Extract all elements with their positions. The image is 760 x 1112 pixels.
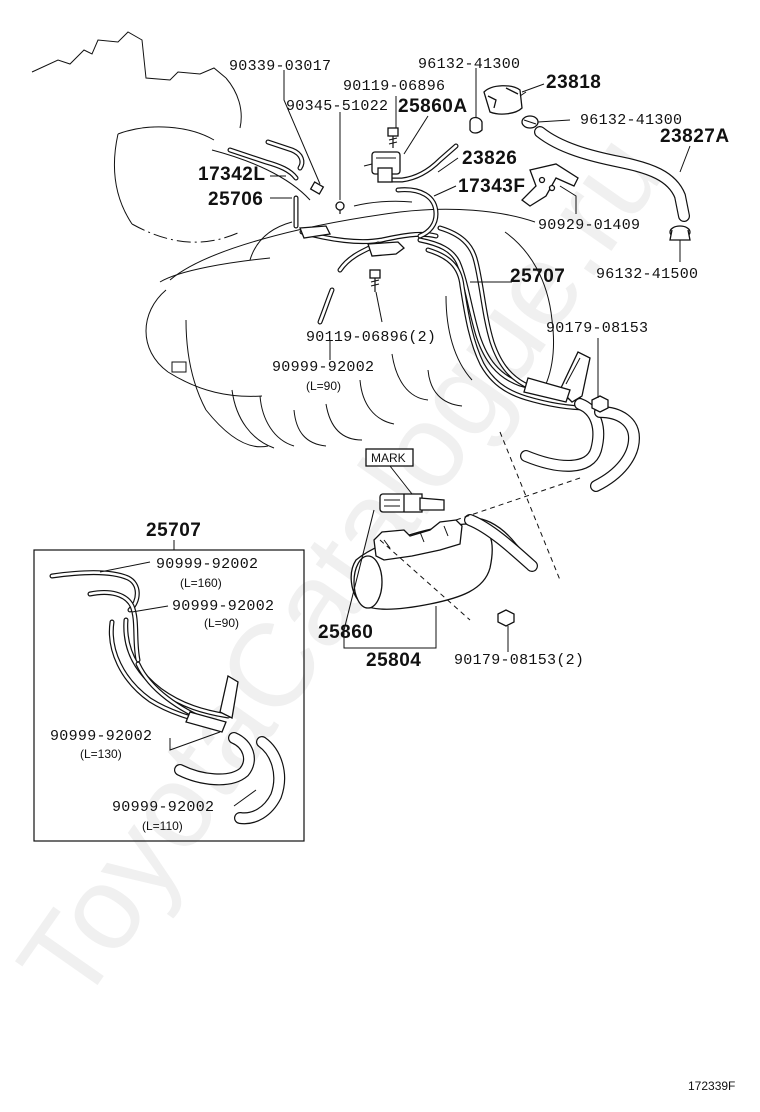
mark-label: MARK xyxy=(371,451,406,465)
label-25707-main: 25707 xyxy=(510,266,565,287)
hose-canister-loop xyxy=(520,398,640,492)
label-l110: (L=110) xyxy=(142,819,183,833)
vsv-23818 xyxy=(483,85,527,115)
label-90999-92002-main: 90999-92002 xyxy=(272,359,374,376)
hose-17343f xyxy=(395,187,439,239)
bolt-90345-51022 xyxy=(335,201,345,214)
label-17343f: 17343F xyxy=(458,176,525,197)
label-90999-92002-b: 90999-92002 xyxy=(172,598,274,615)
label-90179-08153: 90179-08153 xyxy=(546,320,648,337)
hose-23827a xyxy=(534,126,690,222)
label-25860a: 25860A xyxy=(398,96,468,117)
label-l130: (L=130) xyxy=(80,747,122,761)
hose-bracket xyxy=(299,225,405,257)
bolt-90119-06896-top xyxy=(387,127,399,148)
vsv-25860 xyxy=(379,493,445,513)
label-90999-92002-d: 90999-92002 xyxy=(112,799,214,816)
label-90119-06896-top: 90119-06896 xyxy=(343,78,445,95)
label-90929-01409: 90929-01409 xyxy=(538,217,640,234)
label-l160: (L=160) xyxy=(180,576,222,590)
hose-17342l xyxy=(227,147,299,181)
vsv-25860a xyxy=(363,151,401,183)
hose-23826 xyxy=(383,143,459,183)
inset-frame xyxy=(33,549,305,842)
label-96132-41300-top: 96132-41300 xyxy=(418,56,520,73)
label-90339-03017: 90339-03017 xyxy=(229,58,331,75)
clamp-96132-41300-right xyxy=(521,115,539,129)
nut-90179-08153 xyxy=(591,395,609,413)
bracket-canister-upper xyxy=(523,351,591,403)
label-25706: 25706 xyxy=(208,189,263,210)
label-l90-main: (L=90) xyxy=(306,379,341,393)
label-23827a: 23827A xyxy=(660,126,730,147)
part-labels: 90339-03017 96132-41300 90119-06896 2381… xyxy=(50,56,730,833)
clamp-90339-03017 xyxy=(309,181,325,195)
label-l90-b: (L=90) xyxy=(204,616,239,630)
label-90999-92002-c: 90999-92002 xyxy=(50,728,152,745)
leader-lines xyxy=(99,68,691,807)
label-90345-51022: 90345-51022 xyxy=(286,98,388,115)
label-25860: 25860 xyxy=(318,622,373,643)
bracket-90929-01409 xyxy=(521,163,579,207)
label-90119-06896-2: 90119-06896(2) xyxy=(306,329,436,346)
clamp-96132-41500 xyxy=(669,225,691,241)
bolt-90119-06896-2 xyxy=(369,269,381,292)
label-25707-inset: 25707 xyxy=(146,520,201,541)
label-90999-92002-a: 90999-92002 xyxy=(156,556,258,573)
watermark: ToyotaCatalogue.ru xyxy=(0,111,688,1025)
diagram-id: 172339F xyxy=(688,1079,735,1093)
mark-callout: MARK xyxy=(365,448,414,495)
inset-hose-assembly xyxy=(49,570,286,825)
label-25804: 25804 xyxy=(366,650,421,671)
label-90179-08153-2: 90179-08153(2) xyxy=(454,652,584,669)
label-23818: 23818 xyxy=(546,72,601,93)
clamp-96132-41300-top xyxy=(469,116,483,134)
label-23826: 23826 xyxy=(462,148,517,169)
nut-90179-08153-2 xyxy=(497,609,515,627)
label-96132-41500: 96132-41500 xyxy=(596,266,698,283)
charcoal-canister-25804 xyxy=(350,431,581,621)
label-17342l: 17342L xyxy=(198,164,265,185)
label-96132-41300-right: 96132-41300 xyxy=(580,112,682,129)
